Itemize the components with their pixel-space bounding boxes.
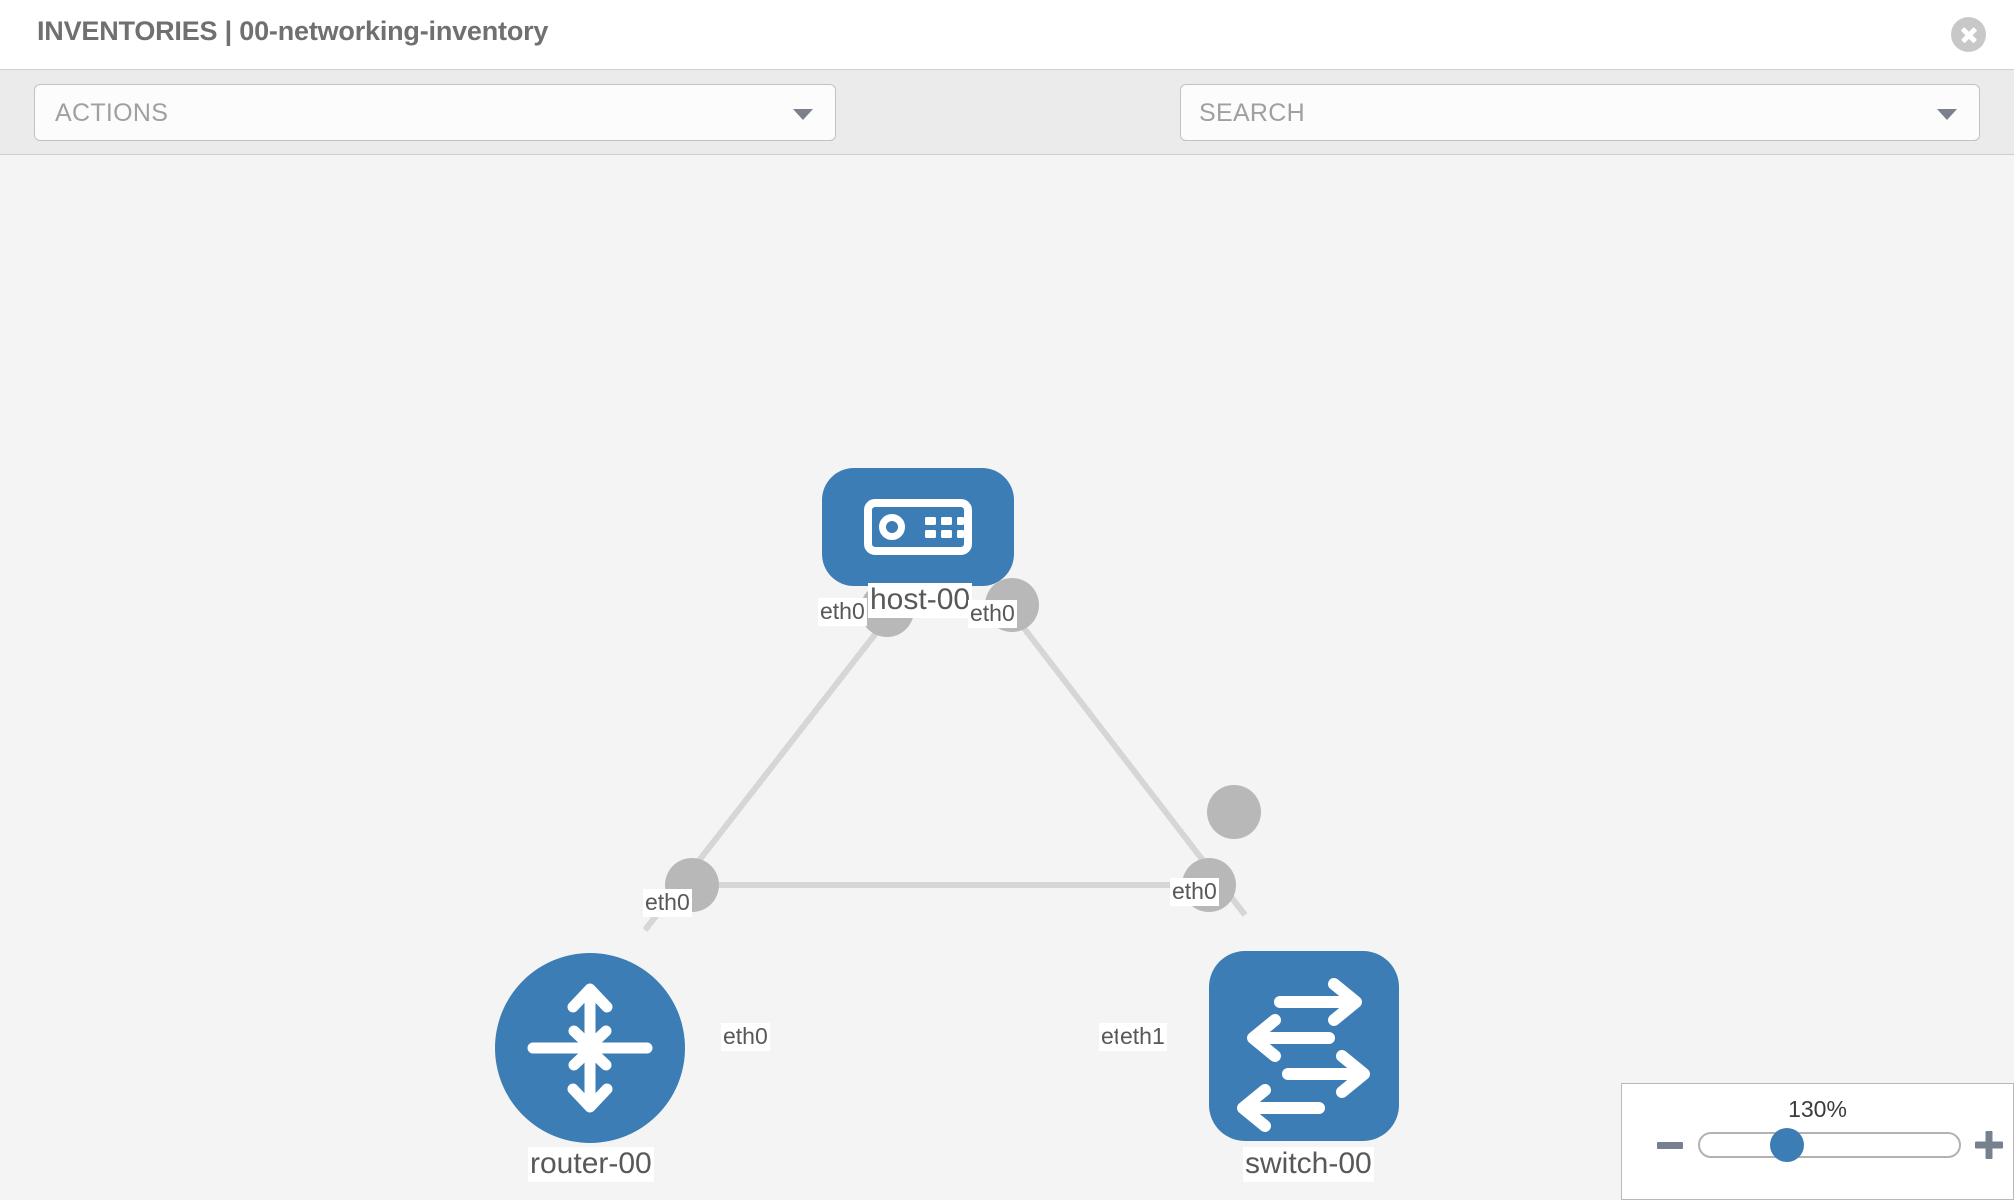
minus-icon[interactable]: [1657, 1142, 1683, 1149]
search-placeholder: SEARCH: [1199, 99, 1305, 127]
node-switch-00[interactable]: [1209, 951, 1399, 1141]
iface-label-switch-west-b: eth1: [1118, 1023, 1167, 1051]
zoom-slider-thumb[interactable]: [1770, 1128, 1804, 1162]
node-router-00[interactable]: [495, 953, 685, 1143]
port-switch-nw[interactable]: [1207, 785, 1261, 839]
iface-label-router-north: eth0: [643, 889, 692, 917]
chevron-down-icon: [793, 108, 813, 120]
server-icon: [864, 499, 972, 555]
node-label-host-00: host-00: [868, 583, 973, 618]
switch-arrows-icon: [1237, 978, 1370, 1132]
chevron-down-icon[interactable]: [1937, 108, 1957, 120]
zoom-control-panel: 130%: [1621, 1083, 2014, 1200]
topology-canvas[interactable]: eth0 host-00 eth0 eth0 eth0 eth0 eth0 et…: [0, 155, 2014, 1200]
close-icon[interactable]: [1951, 17, 1986, 52]
router-arrows-icon: [527, 983, 653, 1113]
topology-graph: [495, 468, 1399, 1143]
iface-label-router-east: eth0: [721, 1023, 770, 1051]
search-input[interactable]: SEARCH: [1180, 84, 1980, 141]
title-bar: INVENTORIES | 00-networking-inventory: [0, 0, 2014, 69]
zoom-percent-label: 130%: [1788, 1096, 1847, 1122]
iface-label-host-right: eth0: [968, 600, 1017, 628]
actions-dropdown[interactable]: ACTIONS: [34, 84, 836, 141]
node-label-switch-00: switch-00: [1243, 1147, 1374, 1182]
node-host-00[interactable]: [822, 468, 1014, 586]
iface-label-host-left: eth0: [818, 598, 867, 626]
toolbar: ACTIONS SEARCH: [0, 69, 2014, 196]
topology-edges: [642, 608, 1248, 932]
zoom-slider-track[interactable]: [1698, 1132, 1961, 1158]
iface-label-switch-north: eth0: [1170, 878, 1219, 906]
plus-icon[interactable]: [1975, 1131, 2003, 1159]
actions-dropdown-label: ACTIONS: [55, 99, 169, 127]
node-label-router-00-text: router-00: [528, 1147, 654, 1182]
page-title: INVENTORIES | 00-networking-inventory: [37, 16, 549, 46]
interface-ports: [665, 578, 1261, 912]
